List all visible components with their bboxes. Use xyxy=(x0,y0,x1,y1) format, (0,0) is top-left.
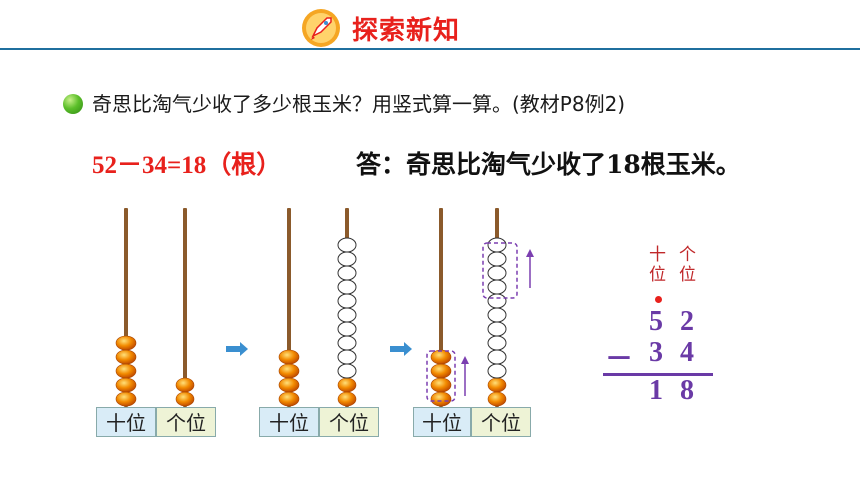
result-ones: 8 xyxy=(680,375,694,406)
ones-bead-hollow xyxy=(487,307,507,323)
minuend-ones: 2 xyxy=(680,306,694,337)
answer-text: 答：奇思比淘气少收了18根玉米。 xyxy=(356,150,741,179)
page-title: 探索新知 xyxy=(352,16,461,46)
removed-ones-box xyxy=(482,242,518,299)
ones-bead-hollow xyxy=(487,363,507,379)
ones-bead-hollow xyxy=(487,279,507,295)
ones-bead-hollow xyxy=(337,307,357,323)
tens-bead xyxy=(115,335,137,351)
ones-bead-hollow xyxy=(487,265,507,281)
tens-bead xyxy=(278,391,300,407)
tens-bead xyxy=(430,377,452,393)
tens-bead xyxy=(115,349,137,365)
minuend-tens: 5 xyxy=(649,306,663,337)
ones-rod xyxy=(183,208,187,407)
subtrahend-ones: 4 xyxy=(680,337,694,368)
ones-bead xyxy=(337,391,357,407)
right-arrow-icon xyxy=(390,342,412,356)
ones-bead-hollow xyxy=(337,363,357,379)
abacus3-tens-label: 十位 xyxy=(413,407,471,437)
result-line xyxy=(603,373,713,376)
vertical-ones-header: 个位 xyxy=(679,245,696,285)
ones-bead-hollow xyxy=(487,293,507,309)
ones-bead-hollow xyxy=(487,349,507,365)
ones-bead-hollow xyxy=(487,251,507,267)
ones-bead-hollow xyxy=(487,237,507,253)
ones-bead-hollow xyxy=(337,279,357,295)
header-divider xyxy=(0,48,860,50)
ones-bead-hollow xyxy=(487,335,507,351)
tens-bead xyxy=(115,391,137,407)
tens-bead xyxy=(430,349,452,365)
tens-bead xyxy=(430,363,452,379)
ones-bead-hollow xyxy=(337,349,357,365)
subtrahend-tens: 3 xyxy=(649,337,663,368)
ones-bead xyxy=(175,391,195,407)
abacus2-ones-label: 个位 xyxy=(319,407,379,437)
equation-text: 52－34=18（根） xyxy=(92,152,282,179)
tens-bead xyxy=(430,391,452,407)
ones-bead-hollow xyxy=(337,265,357,281)
ones-bead xyxy=(175,377,195,393)
minus-sign: － xyxy=(605,344,634,375)
tens-bead xyxy=(115,363,137,379)
abacus1-ones-label: 个位 xyxy=(156,407,216,437)
ones-bead xyxy=(487,391,507,407)
ones-bead-hollow xyxy=(337,321,357,337)
rocket-icon xyxy=(302,9,340,47)
tens-bead xyxy=(115,377,137,393)
ones-bead-hollow xyxy=(337,251,357,267)
abacus1-tens-label: 十位 xyxy=(96,407,156,437)
ones-bead-hollow xyxy=(337,237,357,253)
question-text: 奇思比淘气少收了多少根玉米？用竖式算一算。(教材P8例2) xyxy=(92,92,626,116)
abacus3-ones-label: 个位 xyxy=(471,407,531,437)
borrow-dot xyxy=(655,296,662,303)
bullet-icon xyxy=(63,94,83,114)
ones-bead xyxy=(337,377,357,393)
ones-bead-hollow xyxy=(337,335,357,351)
abacus2-tens-label: 十位 xyxy=(259,407,319,437)
removed-tens-box xyxy=(426,350,456,402)
tens-bead xyxy=(278,377,300,393)
right-arrow-icon xyxy=(226,342,248,356)
ones-bead-hollow xyxy=(487,321,507,337)
ones-bead xyxy=(487,377,507,393)
tens-bead xyxy=(278,349,300,365)
ones-bead-hollow xyxy=(337,293,357,309)
result-tens: 1 xyxy=(649,375,663,406)
vertical-tens-header: 十位 xyxy=(649,245,666,285)
tens-bead xyxy=(278,363,300,379)
